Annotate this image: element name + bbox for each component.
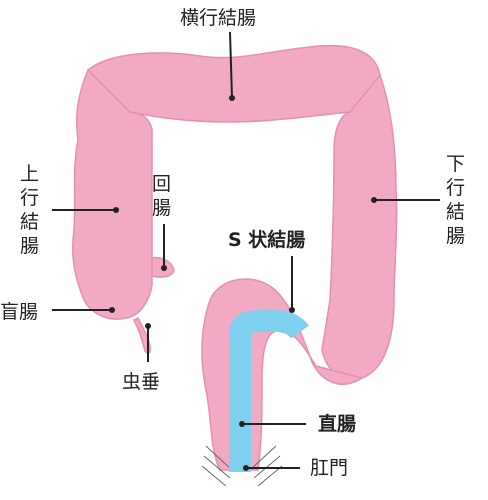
ascending-colon-label-4: 腸	[20, 235, 39, 257]
appendix-label: 虫垂	[122, 371, 160, 393]
rectum-label: 直腸	[318, 412, 356, 435]
descending-colon-label-3: 結	[446, 201, 465, 223]
descending-colon-label-1: 下	[446, 153, 465, 175]
ascending-colon-label-2: 行	[20, 187, 39, 209]
ileum-label-1: 回	[152, 173, 171, 195]
descending-colon-label-2: 行	[446, 177, 465, 199]
ascending-colon-label-3: 結	[20, 211, 39, 233]
transverse-colon-shape	[86, 44, 382, 123]
ileum-label-2: 腸	[152, 197, 171, 219]
descending-colon-shape	[321, 73, 398, 381]
rectum-highlight	[229, 309, 309, 472]
sigmoid-colon-label: S 状結腸	[228, 228, 305, 251]
transverse-colon-label: 横行結腸	[180, 7, 256, 29]
anus-label: 肛門	[310, 457, 348, 479]
leader-lines	[52, 31, 440, 471]
ascending-colon-label-1: 上	[20, 163, 39, 185]
cecum-label: 盲腸	[0, 301, 38, 323]
descending-colon-label-4: 腸	[446, 225, 465, 247]
ascending-colon-shape	[71, 68, 153, 320]
labels: 横行結腸 上 行 結 腸 回 腸 盲腸 虫垂 下 行 結 腸 S 状結腸 直腸 …	[0, 7, 465, 479]
